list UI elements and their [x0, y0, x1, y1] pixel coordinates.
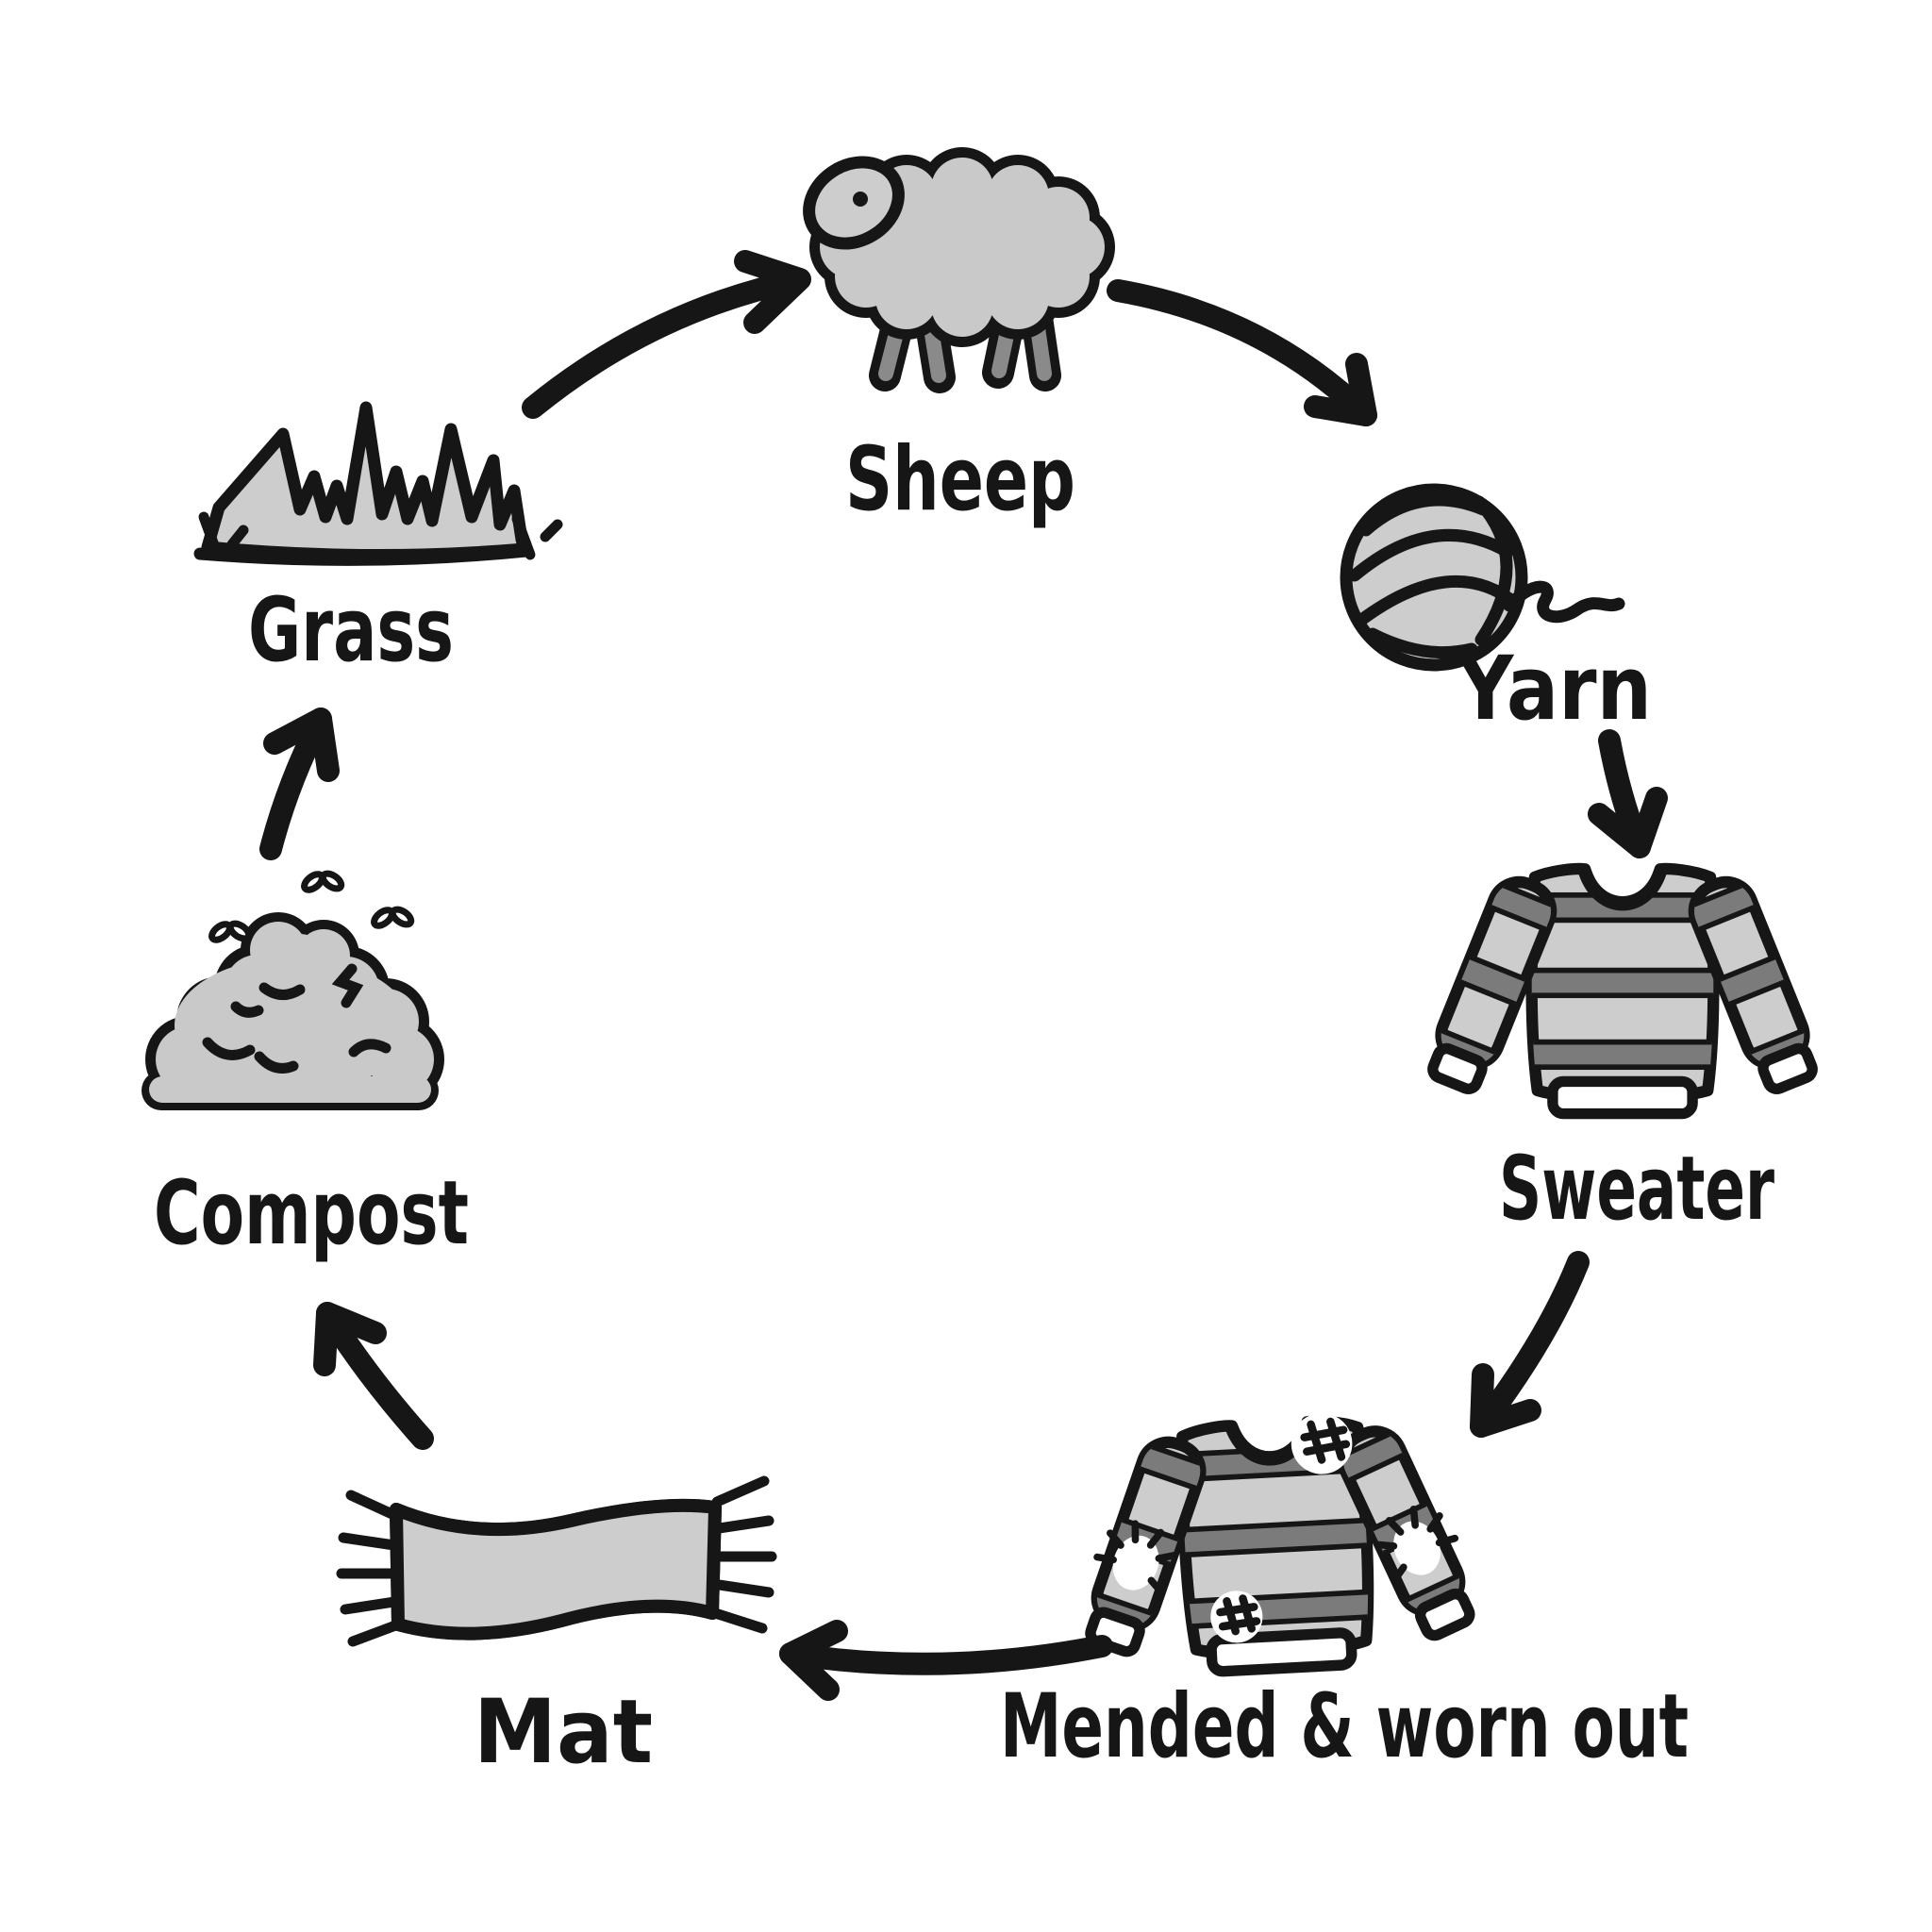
compost-pile-icon	[142, 871, 444, 1110]
label-sheep: Sheep	[845, 428, 1075, 531]
arrow-compost-to-grass	[259, 708, 340, 860]
sheep-icon	[803, 147, 1115, 393]
fly-icon	[372, 907, 414, 929]
label-yarn: Yarn	[1457, 638, 1652, 741]
grass-tuft-icon	[193, 401, 563, 566]
label-compost: Compost	[154, 1162, 469, 1265]
arrow-mended-to-mat	[779, 1620, 1113, 1701]
fly-icon	[302, 871, 344, 893]
arrow-mat-to-compost	[313, 1302, 434, 1450]
label-mended: Mended & worn out	[1000, 1675, 1689, 1778]
woven-mat-icon	[336, 1475, 777, 1647]
label-sweater: Sweater	[1499, 1138, 1774, 1241]
striped-sweater-icon	[1417, 869, 1828, 1114]
yarn-ball-icon	[1340, 483, 1625, 672]
label-mat: Mat	[474, 1681, 653, 1784]
arrow-sheep-to-yarn	[1107, 279, 1377, 426]
fly-icon	[209, 921, 252, 943]
arrow-grass-to-sheep	[522, 250, 811, 419]
arrow-yarn-to-sweater	[1588, 729, 1668, 858]
patched-sweater-icon	[1064, 1405, 1489, 1678]
label-grass: Grass	[248, 579, 454, 682]
arrow-sweater-to-mended	[1470, 1251, 1590, 1438]
